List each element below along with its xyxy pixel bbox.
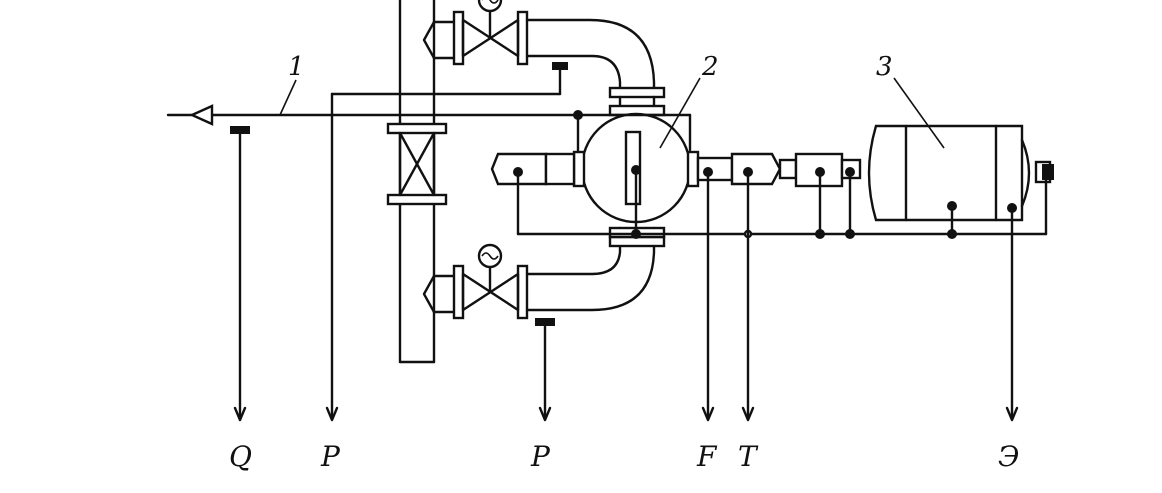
motor-callout-leader <box>893 77 945 149</box>
pressure-inlet-line <box>325 62 568 422</box>
label-temperature: T <box>738 440 759 473</box>
temperature-line <box>741 167 755 422</box>
shaft-coupling-train <box>696 152 862 188</box>
callout-2: 2 <box>701 52 719 82</box>
electric-motor <box>867 124 1054 222</box>
pipeline-line <box>166 79 692 152</box>
main-vertical-pipe <box>398 0 436 364</box>
force-line <box>701 167 715 422</box>
callout-1: 1 <box>288 52 305 82</box>
upper-branch <box>422 0 666 117</box>
flow-line <box>230 126 250 422</box>
energy-line <box>1005 203 1019 422</box>
callout-3: 3 <box>876 52 893 82</box>
label-energy: Э <box>998 440 1019 473</box>
pump-callout-leader <box>659 77 701 149</box>
label-force: F <box>696 440 718 473</box>
label-flow: Q <box>229 440 252 473</box>
pressure-outlet-line <box>535 318 555 422</box>
left-bearing-housing <box>490 152 576 186</box>
label-pressure-inlet: P <box>320 440 341 473</box>
lower-branch <box>422 226 666 320</box>
temperature-collector <box>513 110 1048 239</box>
main-gate-valve <box>386 122 448 206</box>
label-pressure-outlet: P <box>530 440 551 473</box>
